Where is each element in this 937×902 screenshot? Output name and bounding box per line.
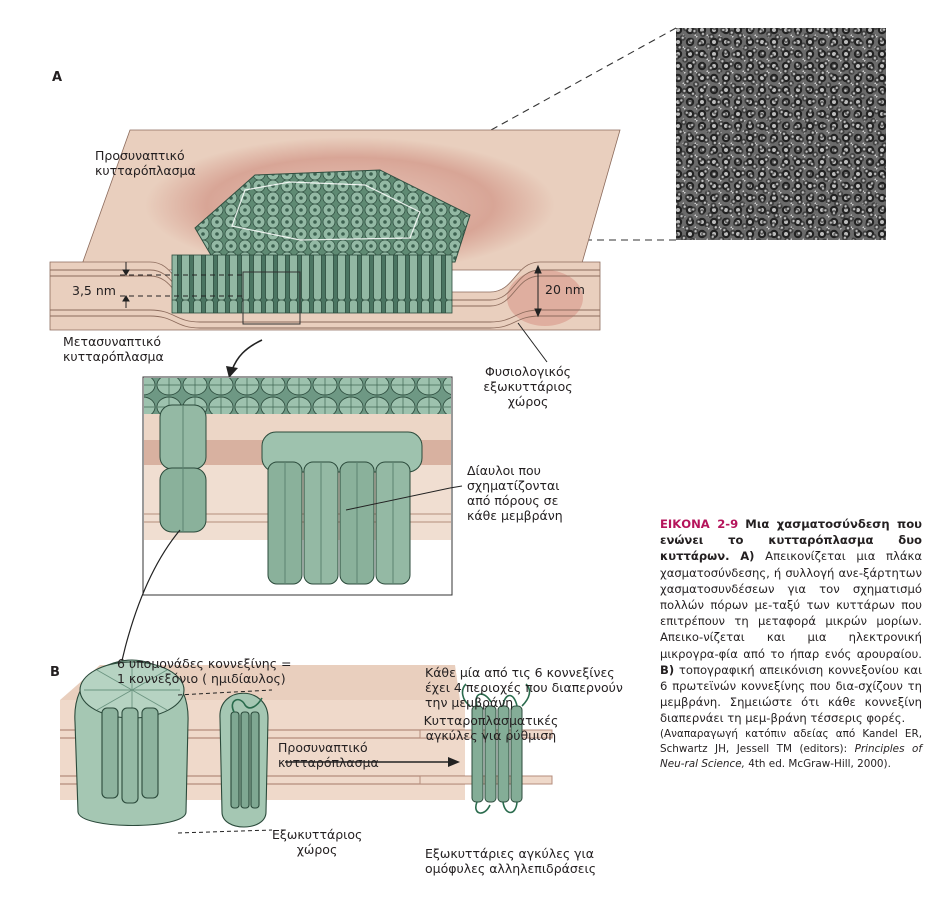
gap-measurement	[120, 262, 244, 308]
label-gap-width: 3,5 nm	[72, 283, 116, 298]
panel-label-a: A	[52, 70, 63, 85]
figure-number: ΕΙΚΟΝΑ 2-9	[660, 517, 739, 531]
topology-arrow	[285, 757, 460, 767]
caption-a-marker: Α)	[740, 549, 755, 564]
channel-array	[261, 431, 423, 585]
single-channel	[159, 404, 207, 533]
zoom-arrow	[226, 339, 263, 378]
connexon-hemichannel	[74, 659, 189, 827]
panel-label-b: B	[50, 665, 60, 680]
membrane-topology	[419, 683, 553, 814]
connexon-plaque	[171, 169, 471, 325]
caption-citation: (Αναπαραγωγή κατόπιν αδείας από Kandel E…	[660, 727, 922, 770]
caption-a-text: Απεικονίζεται μια πλάκα χασματοσύνδεσης,…	[660, 549, 922, 661]
channels-leader-line	[449, 485, 463, 489]
caption-b-text: τοπογραφική απεικόνιση κοννεξονίου και 6…	[660, 662, 922, 726]
single-connexin	[219, 692, 269, 828]
electron-micrograph	[676, 28, 886, 240]
label-membrane-distance: 20 nm	[545, 282, 585, 297]
figure-title: Μια χασματοσύνδεση που ενώνει το κυτταρό…	[660, 517, 923, 564]
extracellular-leader-line	[517, 322, 548, 363]
membrane-distance-measurement	[534, 264, 542, 318]
caption-b-marker: Β)	[660, 662, 675, 677]
panel-b-dashed-leaders	[177, 689, 273, 834]
label-connexin-subunits: 6 υπομονάδες κοννεξίνης =1 κοννεξόνιο ( …	[117, 656, 292, 686]
inset-closeup	[142, 376, 453, 596]
figure-caption: ΕΙΚΟΝΑ 2-9 Μια χασματοσύνδεση που ενώνει…	[660, 516, 922, 772]
